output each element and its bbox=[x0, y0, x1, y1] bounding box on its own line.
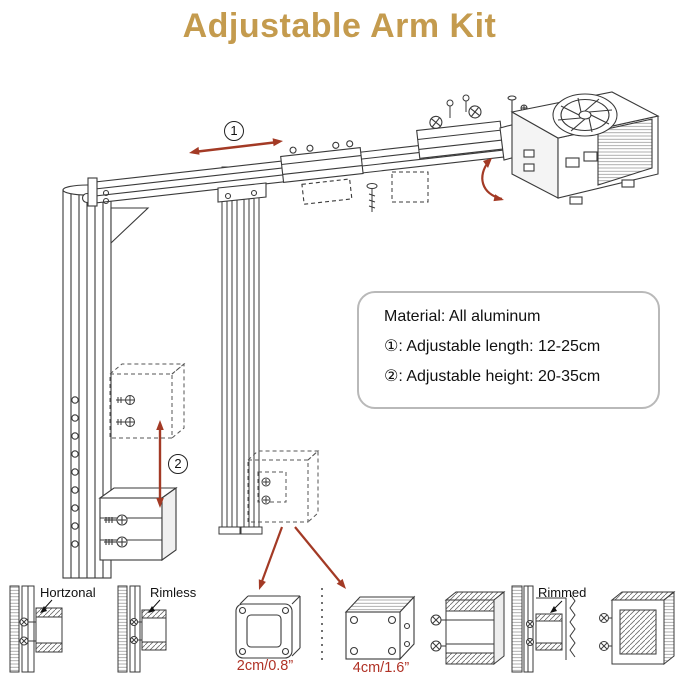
horizontal-mount-label: Hortzonal bbox=[40, 585, 96, 600]
slider-carriage-1 bbox=[280, 140, 364, 205]
tube-small-size-label: 2cm/0.8” bbox=[236, 658, 294, 674]
bottom-rimmed-mount bbox=[511, 585, 576, 673]
adjust-height-arrow bbox=[156, 420, 164, 508]
upper-bracket-screws bbox=[116, 395, 135, 427]
page-title: Adjustable Arm Kit bbox=[182, 7, 497, 45]
bottom-square-tube-small bbox=[235, 595, 301, 659]
bottom-square-tube-large bbox=[344, 595, 416, 661]
middle-rails bbox=[218, 166, 263, 535]
slider-carriage-2 bbox=[416, 105, 504, 159]
upper-bracket-dashed bbox=[109, 362, 186, 439]
step-1-number: 1 bbox=[230, 123, 238, 138]
rimless-mount-label: Rimless bbox=[150, 585, 197, 600]
middle-bracket-screws bbox=[261, 477, 271, 505]
bottom-horizontal-mount bbox=[9, 585, 63, 673]
tube-pointer-arrows bbox=[258, 526, 346, 590]
spec-adjustable-height: ②: Adjustable height: 20-35cm bbox=[384, 368, 601, 385]
spec-box: Material: All aluminum ①: Adjustable len… bbox=[357, 291, 660, 409]
lower-bracket bbox=[98, 486, 178, 562]
bottom-clamp-a bbox=[430, 590, 506, 666]
left-rail bbox=[62, 184, 112, 579]
arm-screws bbox=[366, 94, 470, 212]
rotate-arrow bbox=[481, 158, 504, 202]
adjust-length-arrow bbox=[189, 138, 283, 155]
step-1-badge: 1 bbox=[224, 121, 244, 141]
rimmed-mount-label: Rimmed bbox=[538, 585, 587, 600]
bottom-rimless-mount bbox=[117, 585, 167, 673]
step-2-number: 2 bbox=[174, 456, 182, 471]
fan-unit bbox=[499, 91, 660, 205]
spec-adjustable-length: ①: Adjustable length: 12-25cm bbox=[384, 338, 601, 355]
spec-material: Material: All aluminum bbox=[384, 308, 541, 325]
tube-large-size-label: 4cm/1.6” bbox=[352, 660, 410, 676]
bottom-clamp-b bbox=[599, 590, 676, 666]
middle-bracket-dashed bbox=[247, 449, 320, 523]
step-2-badge: 2 bbox=[168, 454, 188, 474]
